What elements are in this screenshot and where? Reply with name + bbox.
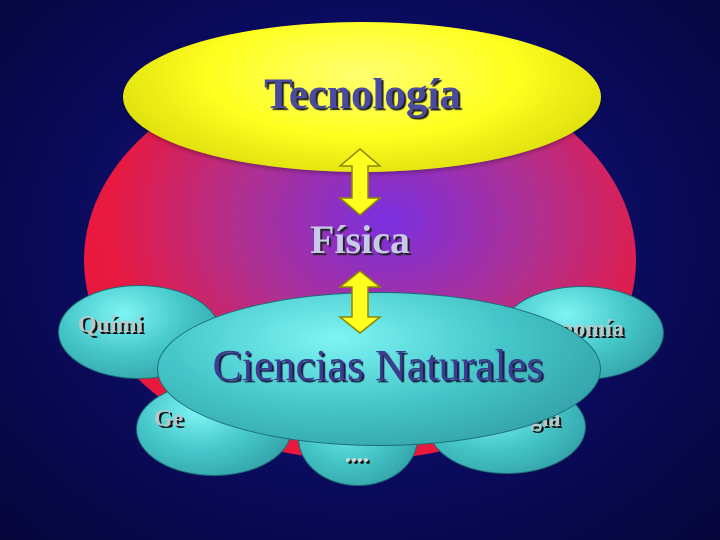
natural-sciences-label: Ciencias Naturales	[212, 341, 544, 390]
technology-ellipse	[123, 22, 601, 172]
geology-label: Ge	[154, 406, 184, 432]
physics-label: Física	[310, 217, 410, 262]
double-arrow-icon	[338, 270, 382, 334]
double-arrow-icon	[338, 148, 382, 216]
technology-label: Tecnología	[264, 71, 461, 118]
others-label: ....	[345, 442, 369, 468]
chemistry-label: Quími	[78, 312, 144, 338]
